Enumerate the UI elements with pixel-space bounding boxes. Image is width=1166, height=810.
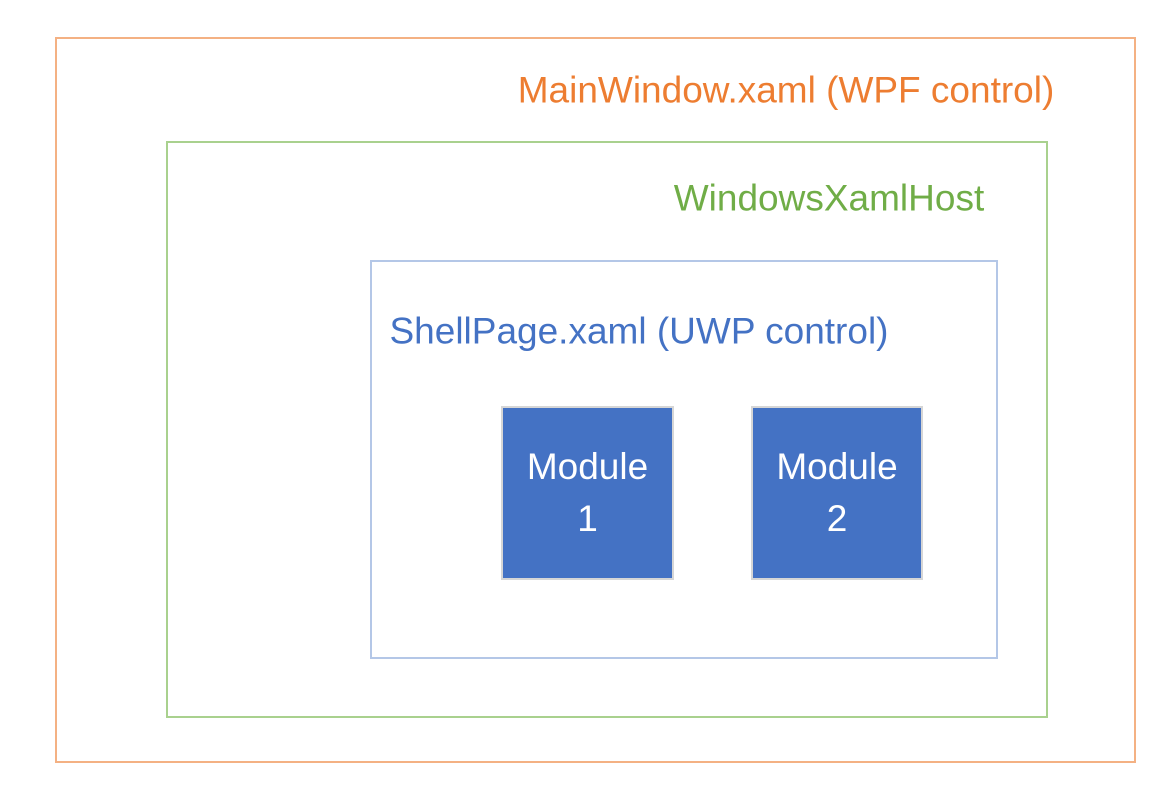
module-1-label-line2: 1: [577, 498, 598, 539]
module-1-label-line1: Module: [526, 446, 649, 487]
mainwindow-wpf-label: MainWindow.xaml (WPF control): [517, 69, 1055, 111]
module-2-label-line2: 2: [826, 498, 848, 539]
module-2-label-line1: Module: [776, 446, 898, 487]
shellpage-uwp-label: ShellPage.xaml (UWP control): [389, 310, 889, 352]
module-1-box: Module 1: [501, 406, 674, 580]
windowsxamlhost-box: WindowsXamlHost ShellPage.xaml (UWP cont…: [166, 141, 1048, 718]
mainwindow-wpf-box: MainWindow.xaml (WPF control) WindowsXam…: [55, 37, 1136, 763]
module-2-box: Module 2: [751, 406, 923, 580]
windowsxamlhost-label: WindowsXamlHost: [673, 177, 985, 219]
shellpage-uwp-box: ShellPage.xaml (UWP control) Module 1 Mo…: [370, 260, 998, 659]
